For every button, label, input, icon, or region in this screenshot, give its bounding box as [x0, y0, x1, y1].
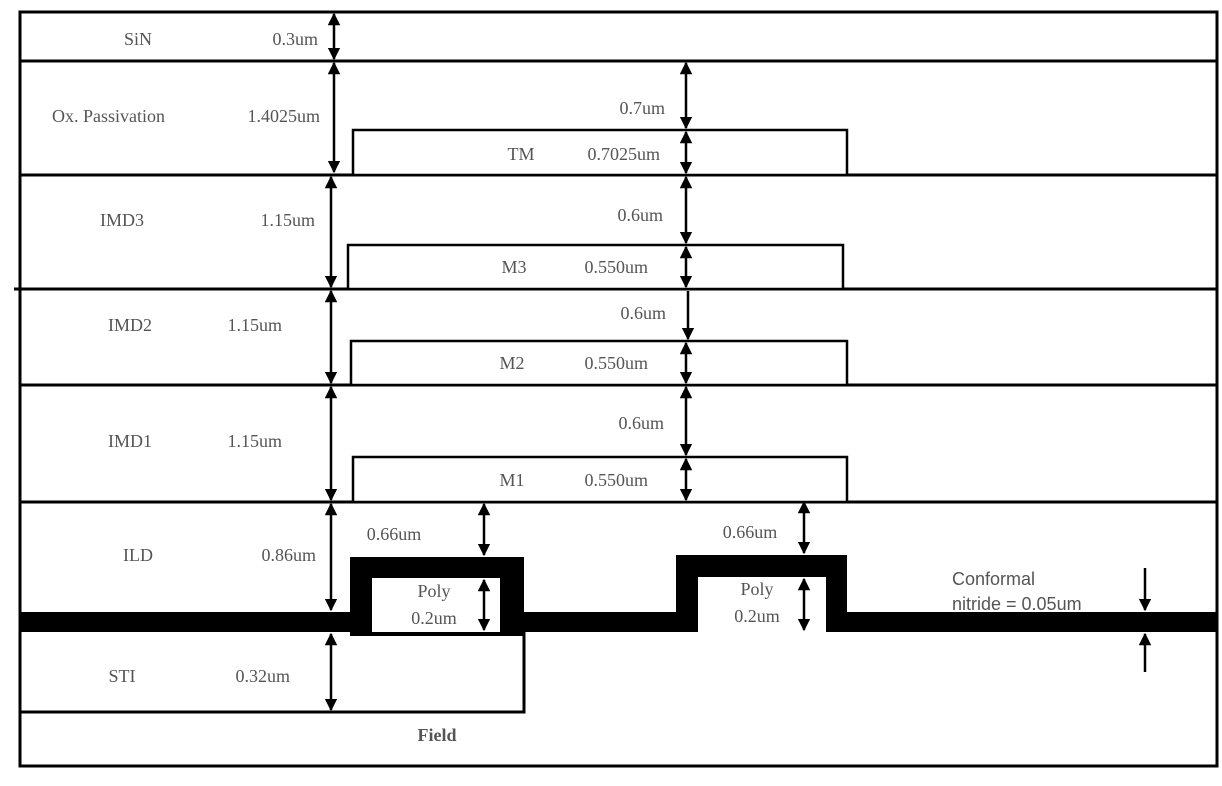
- metal-name-tm: TM: [508, 144, 535, 164]
- poly2-thickness: 0.2um: [734, 606, 780, 626]
- right-dimension-arrows: [477, 61, 1152, 672]
- poly1-name: Poly: [417, 581, 450, 601]
- nitride-label-line1: Conformal: [952, 569, 1035, 589]
- layer-thickness-imd2: 1.15um: [227, 315, 282, 335]
- m3-gap-label: 0.6um: [617, 205, 663, 225]
- metal-thickness-tm: 0.7025um: [587, 144, 660, 164]
- metal-thickness-m1: 0.550um: [584, 470, 648, 490]
- m1-gap-label: 0.6um: [618, 413, 664, 433]
- conformal-nitride: [20, 612, 1217, 632]
- left-dimension-arrows: [324, 12, 341, 712]
- m2-gap-label: 0.6um: [620, 303, 666, 323]
- layer-thickness-sti: 0.32um: [235, 666, 290, 686]
- metal-m1: [351, 455, 849, 504]
- layer-name-imd3: IMD3: [100, 210, 144, 230]
- diagram-frame: [18, 10, 1219, 768]
- poly2-name: Poly: [740, 579, 773, 599]
- metal-thickness-m3: 0.550um: [584, 257, 648, 277]
- metal-name-m3: M3: [501, 257, 526, 277]
- metal-name-m1: M1: [499, 470, 524, 490]
- layer-thickness-passivation: 1.4025um: [247, 106, 320, 126]
- poly2-gap-label: 0.66um: [723, 522, 778, 542]
- layer-name-imd2: IMD2: [108, 315, 152, 335]
- layer-thickness-imd3: 1.15um: [260, 210, 315, 230]
- layer-name-passivation: Ox. Passivation: [52, 106, 165, 126]
- metal-tm: [351, 128, 849, 177]
- poly1-thickness: 0.2um: [411, 608, 457, 628]
- layer-thickness-imd1: 1.15um: [227, 431, 282, 451]
- layer-thickness-sin: 0.3um: [272, 29, 318, 49]
- layer-name-ild: ILD: [123, 545, 153, 565]
- layer-name-sti: STI: [109, 666, 136, 686]
- metal-m3: [346, 243, 845, 291]
- field-label: Field: [418, 725, 457, 745]
- metal-thickness-m2: 0.550um: [584, 353, 648, 373]
- metal-m2: [349, 339, 849, 387]
- tm-gap-label: 0.7um: [619, 98, 665, 118]
- sti-region: [20, 632, 526, 714]
- layer-name-sin: SiN: [124, 29, 152, 49]
- poly1-gap-label: 0.66um: [367, 524, 422, 544]
- layer-name-imd1: IMD1: [108, 431, 152, 451]
- nitride-label-line2: nitride = 0.05um: [952, 594, 1082, 614]
- layer-thickness-ild: 0.86um: [261, 545, 316, 565]
- metal-name-m2: M2: [499, 353, 524, 373]
